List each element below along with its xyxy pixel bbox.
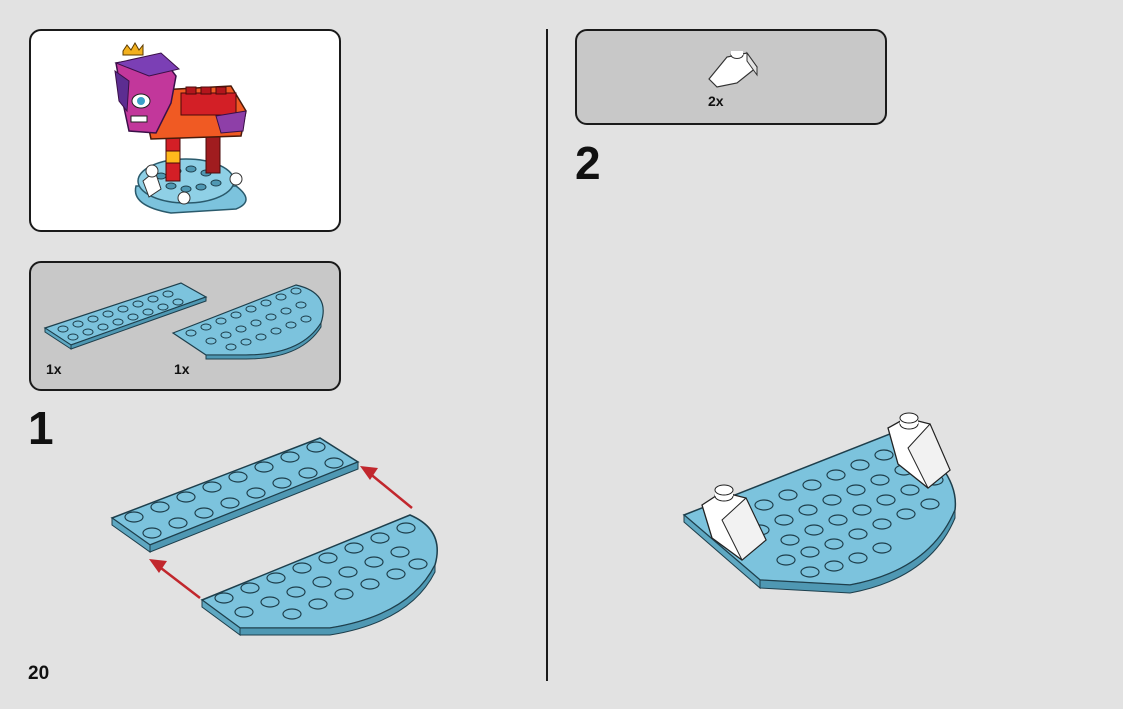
page-number: 20	[28, 663, 49, 685]
